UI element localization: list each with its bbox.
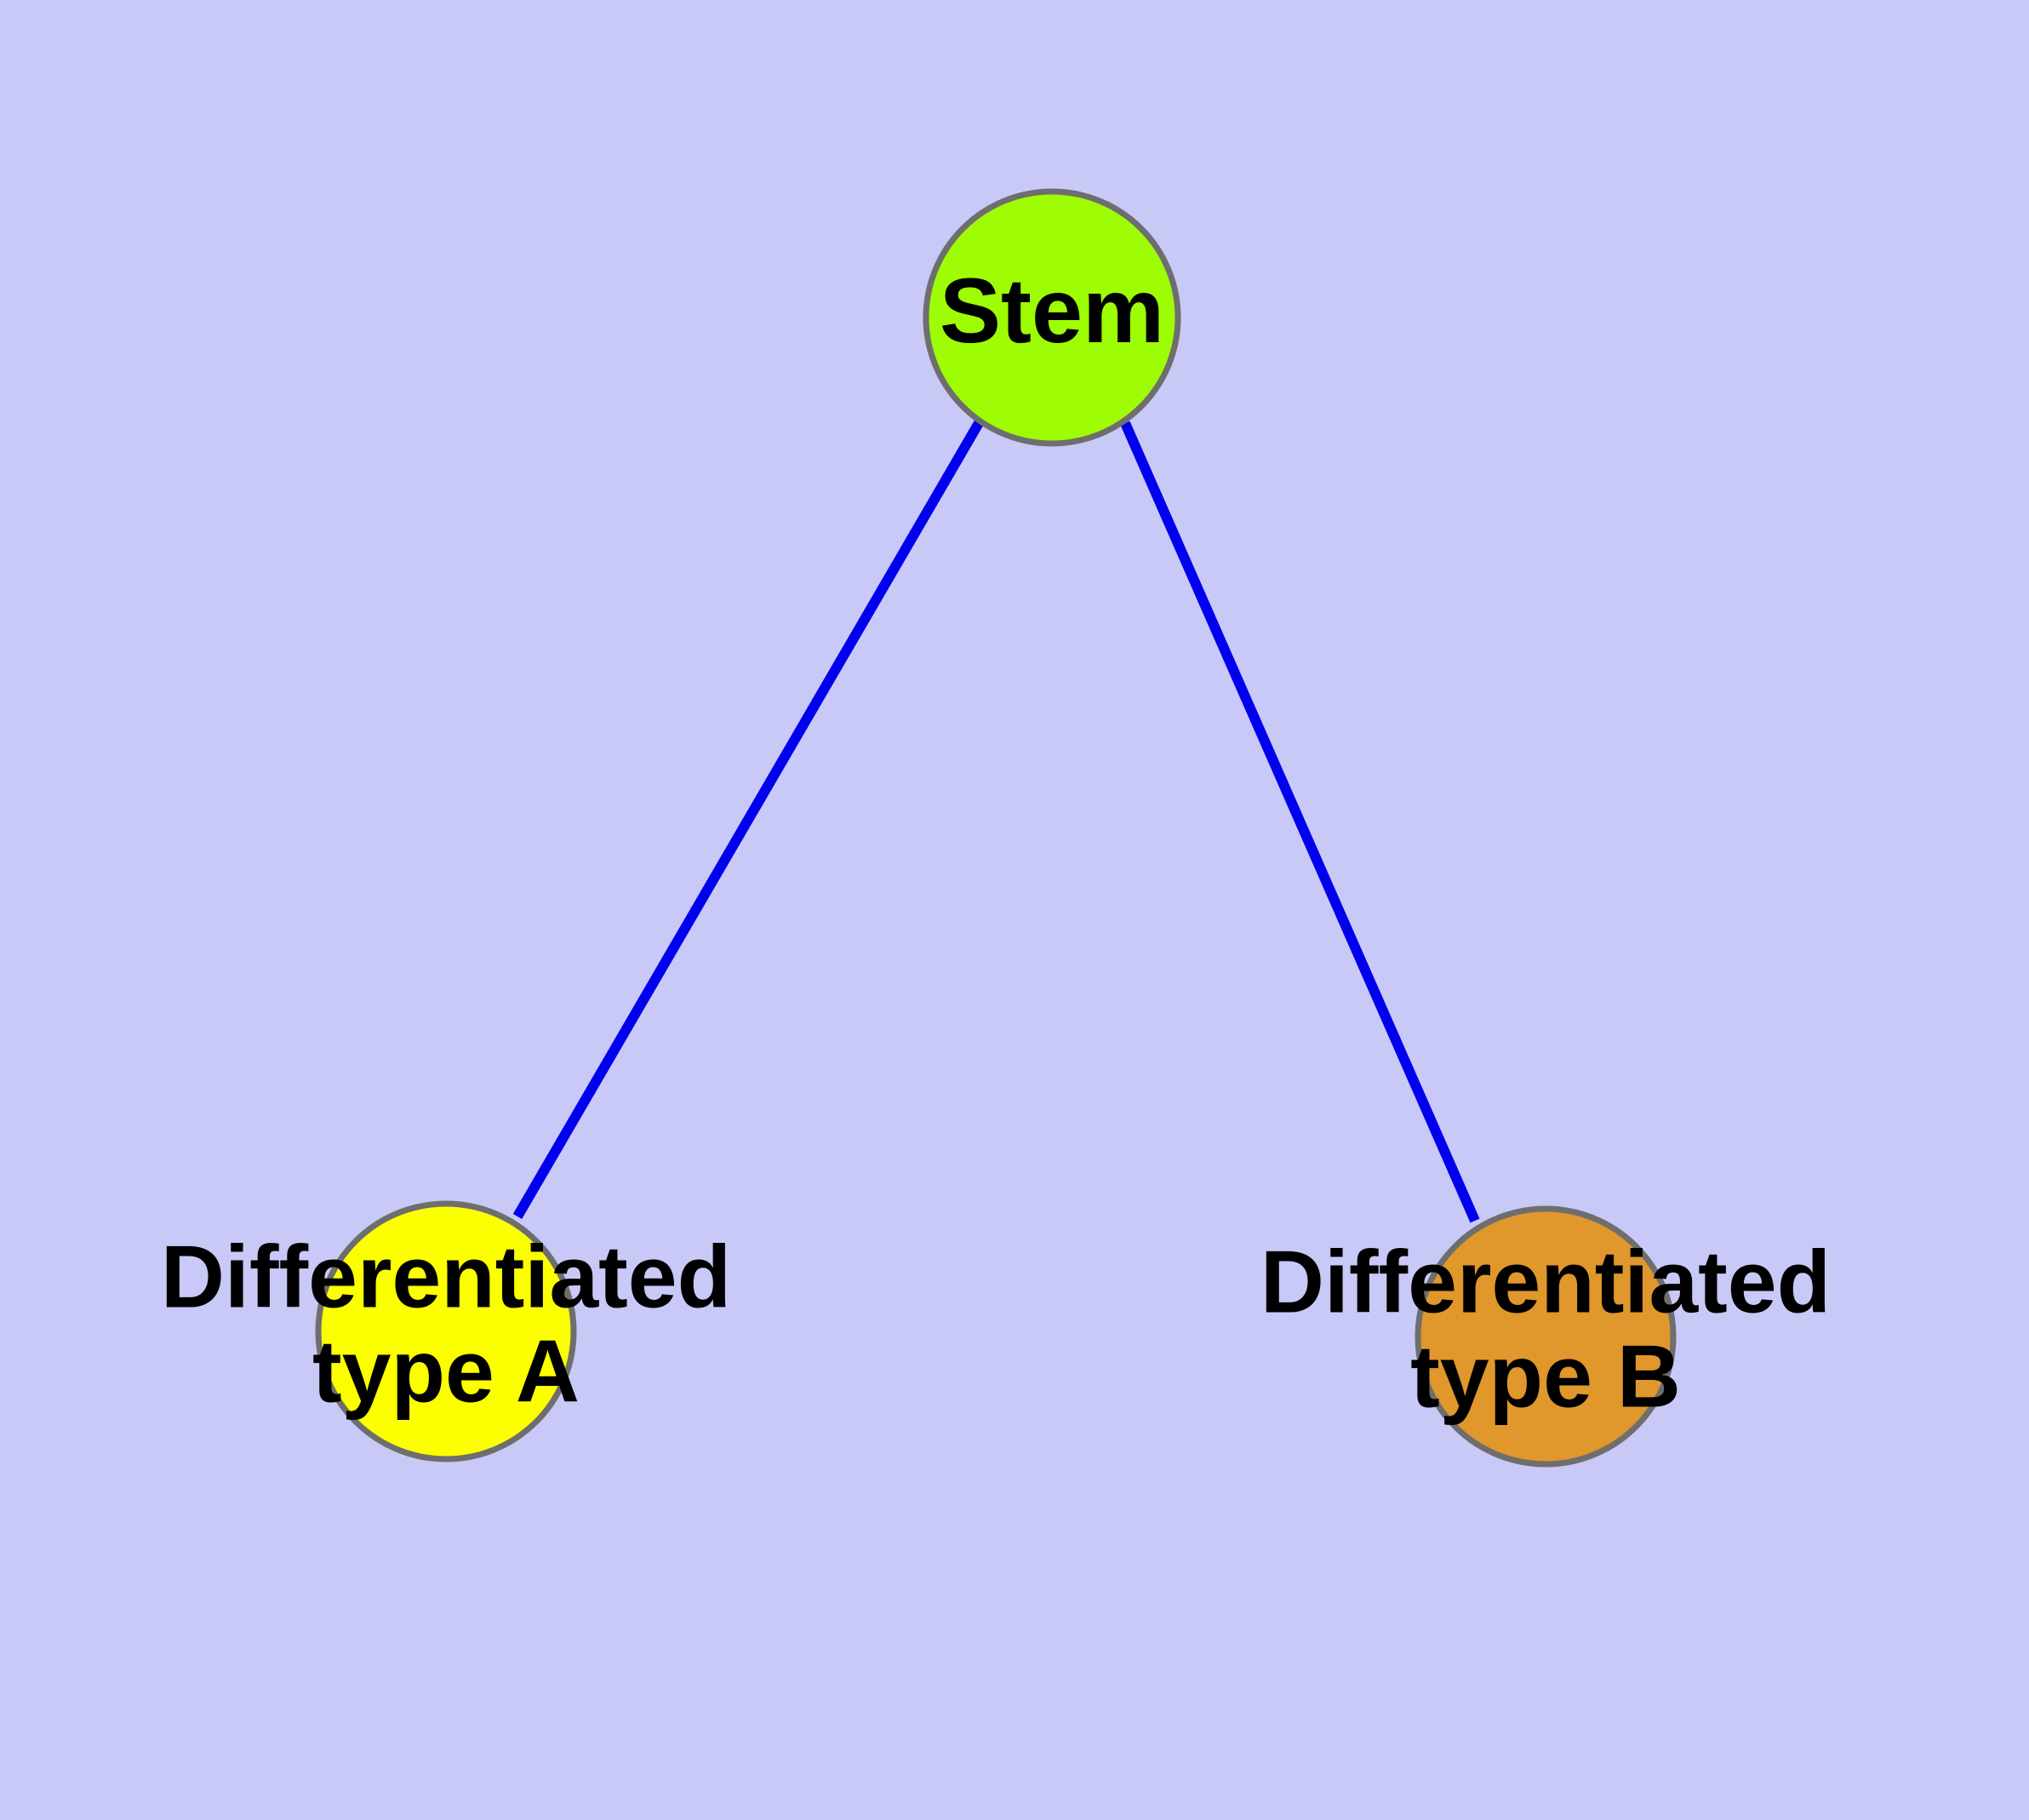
node-stem-label: Stem (940, 259, 1164, 362)
node-stem-circle[interactable] (923, 188, 1181, 447)
edge-stem-to-type-b (1120, 421, 1480, 1223)
edge-stem-to-type-a (512, 420, 984, 1220)
node-stem[interactable]: Stem (923, 188, 1181, 447)
edges-layer (512, 420, 1480, 1223)
node-type-a-circle[interactable] (315, 1200, 577, 1462)
node-type-b-circle[interactable] (1415, 1205, 1677, 1468)
